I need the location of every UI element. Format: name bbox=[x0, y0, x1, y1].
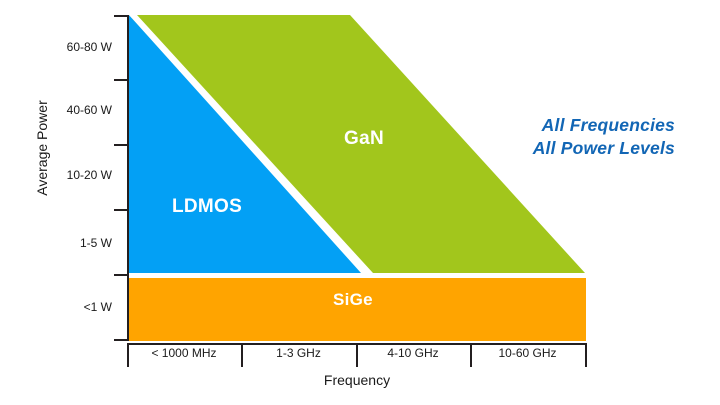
y-axis-tick-3 bbox=[114, 209, 129, 211]
x-axis-tick-4 bbox=[585, 343, 587, 367]
region-divider-horizontal bbox=[129, 273, 587, 278]
y-axis-tick-0 bbox=[114, 15, 129, 17]
x-axis-category-row: < 1000 MHz 1-3 GHz 4-10 GHz 10-60 GHz bbox=[127, 343, 587, 367]
y-tick-label-1-5w: 1-5 W bbox=[79, 236, 112, 250]
y-axis-label-column: 60-80 W 40-60 W 10-20 W 1-5 W <1 W bbox=[0, 0, 112, 405]
annotation-line-2: All Power Levels bbox=[532, 138, 675, 158]
region-sige-shape bbox=[129, 278, 586, 341]
y-tick-label-60-80w: 60-80 W bbox=[66, 40, 112, 54]
annotation-line-1: All Frequencies bbox=[541, 115, 675, 135]
x-axis-tick-0 bbox=[127, 343, 129, 367]
y-tick-label-under-1w: <1 W bbox=[83, 300, 112, 314]
x-axis-tick-1 bbox=[241, 343, 243, 367]
x-axis-title: Frequency bbox=[323, 372, 391, 388]
y-tick-label-10-20w: 10-20 W bbox=[66, 168, 112, 182]
plot-area bbox=[129, 15, 587, 341]
y-axis-tick-4 bbox=[114, 274, 129, 276]
x-category-label-4-10ghz: 4-10 GHz bbox=[387, 346, 439, 360]
plot-svg bbox=[129, 15, 587, 341]
x-axis-tick-2 bbox=[356, 343, 358, 367]
y-axis-spine bbox=[127, 15, 129, 341]
x-category-label-under-1000mhz: < 1000 MHz bbox=[151, 346, 217, 360]
y-axis-tick-1 bbox=[114, 79, 129, 81]
x-category-label-10-60ghz: 10-60 GHz bbox=[498, 346, 557, 360]
y-axis-tick-2 bbox=[114, 144, 129, 146]
region-divider-diagonal bbox=[129, 15, 373, 273]
x-axis-tick-3 bbox=[470, 343, 472, 367]
y-axis-tick-5 bbox=[114, 339, 129, 341]
x-category-label-1-3ghz: 1-3 GHz bbox=[276, 346, 321, 360]
y-tick-label-40-60w: 40-60 W bbox=[66, 103, 112, 117]
annotation-block: All Frequencies All Power Levels bbox=[480, 114, 675, 160]
